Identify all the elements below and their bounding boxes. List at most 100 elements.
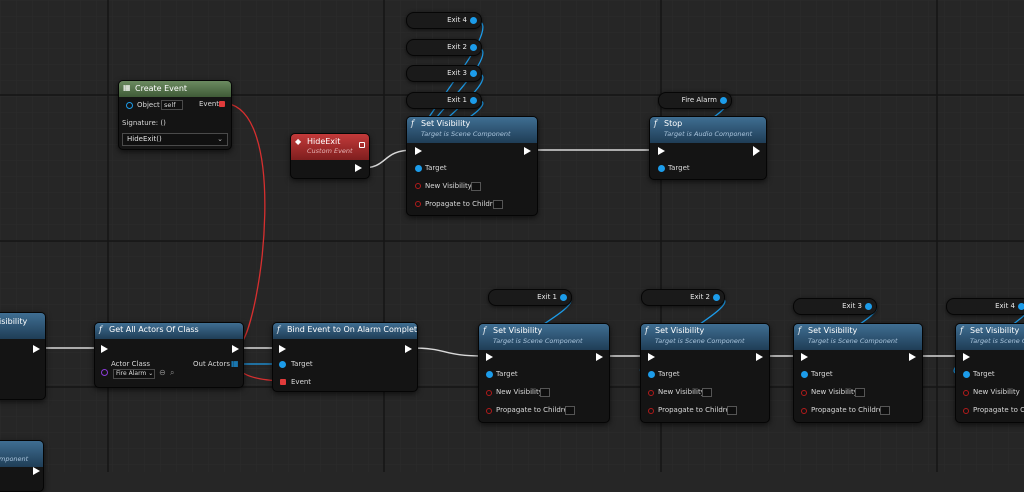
exec-input-pin[interactable] (486, 353, 493, 361)
propagate-checkbox[interactable] (565, 406, 575, 415)
array-grid-icon[interactable]: ▦ (231, 359, 239, 368)
target-pin[interactable] (415, 165, 422, 172)
propagate-checkbox[interactable] (493, 200, 503, 209)
exit2-variable-node-bottom[interactable]: Exit 2 (641, 289, 725, 306)
exec-output-pin[interactable] (753, 146, 760, 156)
exit2-variable-node[interactable]: Exit 2 (406, 39, 482, 56)
node-title: Set Visibility (493, 326, 543, 335)
bind-event-node[interactable]: f Bind Event to On Alarm Complete Target… (272, 322, 418, 392)
set-visibility-node-1[interactable]: f Set Visibility Target is Scene Compone… (478, 323, 610, 423)
exec-output-pin[interactable] (756, 353, 763, 361)
hideexit-event-node[interactable]: ◆ HideExit Custom Event (290, 133, 370, 179)
exit4-variable-node[interactable]: Exit 4 (406, 12, 482, 29)
node-subtitle: Target is Scene Component (493, 337, 583, 345)
new-visibility-label: New Visibility (973, 388, 1020, 396)
new-visibility-pin[interactable] (801, 390, 807, 396)
node-title: Set Visibility (808, 326, 858, 335)
create-event-node[interactable]: ▦ Create Event Object self Event Signatu… (118, 80, 232, 150)
node-subtitle: Target is Scene Component (970, 337, 1024, 345)
output-pin[interactable] (470, 97, 477, 104)
new-visibility-pin[interactable] (963, 390, 969, 396)
delegate-output-pin[interactable] (359, 142, 365, 148)
target-pin[interactable] (486, 371, 493, 378)
exit3-variable-node-bottom[interactable]: Exit 3 (793, 298, 877, 315)
set-visibility-node-top[interactable]: f Set Visibility Target is Scene Compone… (406, 116, 538, 216)
get-all-actors-node[interactable]: f Get All Actors Of Class Actor Class Fi… (94, 322, 244, 388)
browse-icon[interactable]: ⊖ (159, 368, 166, 377)
propagate-pin[interactable] (486, 408, 492, 414)
exec-input-pin[interactable] (279, 345, 286, 353)
set-visibility-node-4[interactable]: f Set Visibility Target is Scene Compone… (955, 323, 1024, 423)
actor-class-select[interactable]: Fire Alarm ⌄ (113, 369, 155, 379)
output-pin[interactable] (720, 97, 727, 104)
propagate-checkbox[interactable] (727, 406, 737, 415)
node-title: Create Event (135, 84, 188, 93)
target-pin[interactable] (279, 361, 286, 368)
event-output-label: Event (199, 100, 220, 108)
new-visibility-pin[interactable] (415, 183, 421, 189)
set-visibility-node-2[interactable]: f Set Visibility Target is Scene Compone… (640, 323, 770, 423)
propagate-pin[interactable] (415, 201, 421, 207)
output-pin[interactable] (470, 70, 477, 77)
exit1-variable-node-bottom[interactable]: Exit 1 (488, 289, 572, 306)
target-label: Target (811, 370, 833, 378)
object-pin[interactable] (126, 102, 133, 109)
exec-output-pin[interactable] (405, 345, 412, 353)
new-visibility-checkbox[interactable] (471, 182, 481, 191)
output-pin[interactable] (1018, 303, 1024, 310)
exec-input-pin[interactable] (963, 353, 970, 361)
exit1-variable-node[interactable]: Exit 1 (406, 92, 482, 109)
stop-node[interactable]: f Stop Target is Audio Component Target (649, 116, 767, 180)
node-title: isibility (0, 317, 28, 326)
new-visibility-pin[interactable] (648, 390, 654, 396)
actor-class-pin[interactable] (101, 369, 108, 376)
propagate-pin[interactable] (963, 408, 969, 414)
event-input-pin[interactable] (280, 379, 286, 385)
target-pin[interactable] (648, 371, 655, 378)
new-visibility-pin[interactable] (486, 390, 492, 396)
new-visibility-checkbox[interactable] (702, 388, 712, 397)
var-label: Exit 2 (690, 293, 710, 301)
exit3-variable-node[interactable]: Exit 3 (406, 65, 482, 82)
object-label: Object (137, 101, 160, 109)
exec-input-pin[interactable] (415, 147, 422, 155)
search-icon[interactable]: ⌕ (170, 368, 175, 377)
exec-input-pin[interactable] (648, 353, 655, 361)
object-value-field[interactable]: self (161, 100, 183, 110)
exec-input-pin[interactable] (801, 353, 808, 361)
function-icon: ▦ (123, 83, 131, 92)
propagate-checkbox[interactable] (880, 406, 890, 415)
exec-output-pin[interactable] (33, 467, 40, 475)
propagate-pin[interactable] (648, 408, 654, 414)
exec-output-pin[interactable] (232, 345, 239, 353)
output-pin[interactable] (560, 294, 567, 301)
set-visibility-node-3[interactable]: f Set Visibility Target is Scene Compone… (793, 323, 923, 423)
exec-input-pin[interactable] (658, 147, 665, 155)
node-header (273, 323, 417, 339)
new-visibility-checkbox[interactable] (540, 388, 550, 397)
event-output-pin[interactable] (219, 101, 225, 107)
output-pin[interactable] (470, 44, 477, 51)
output-pin[interactable] (865, 303, 872, 310)
exec-output-pin[interactable] (355, 164, 362, 172)
target-pin[interactable] (963, 371, 970, 378)
output-pin[interactable] (470, 17, 477, 24)
fire-alarm-variable-node[interactable]: Fire Alarm (658, 92, 732, 109)
exit4-variable-node-bottom[interactable]: Exit 4 (946, 298, 1024, 315)
node-header (641, 324, 769, 350)
propagate-pin[interactable] (801, 408, 807, 414)
var-label: Exit 4 (447, 16, 467, 24)
node-header (291, 134, 369, 160)
set-visibility-partial-node[interactable]: isibility (0, 312, 46, 400)
output-pin[interactable] (713, 294, 720, 301)
function-dropdown[interactable]: HideExit()⌄ (122, 133, 228, 146)
exec-output-pin[interactable] (596, 353, 603, 361)
target-pin[interactable] (658, 165, 665, 172)
exec-output-pin[interactable] (33, 345, 40, 353)
target-pin[interactable] (801, 371, 808, 378)
new-visibility-checkbox[interactable] (855, 388, 865, 397)
exec-output-pin[interactable] (909, 353, 916, 361)
exec-output-pin[interactable] (524, 147, 531, 155)
exec-input-pin[interactable] (101, 345, 108, 353)
partial-node-bottom[interactable]: mponent (0, 440, 44, 492)
